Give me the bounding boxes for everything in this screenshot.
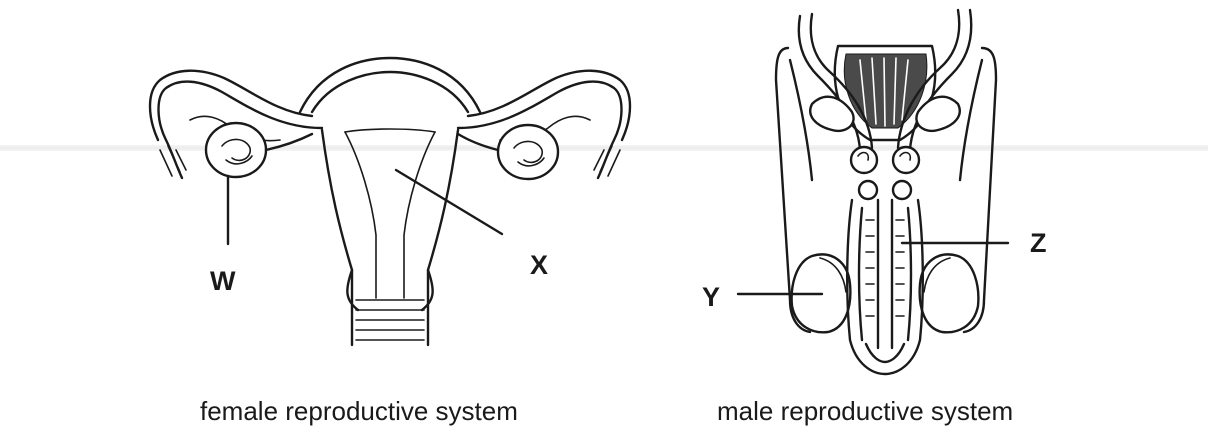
label-x: X: [530, 252, 548, 279]
label-y: Y: [702, 284, 720, 311]
male-caption: male reproductive system: [717, 398, 1013, 424]
prostate: [851, 147, 919, 199]
label-w: W: [210, 268, 235, 295]
penis: [847, 200, 923, 374]
female-caption: female reproductive system: [200, 398, 518, 424]
label-z: Z: [1030, 230, 1047, 257]
right-testis: [920, 254, 979, 332]
